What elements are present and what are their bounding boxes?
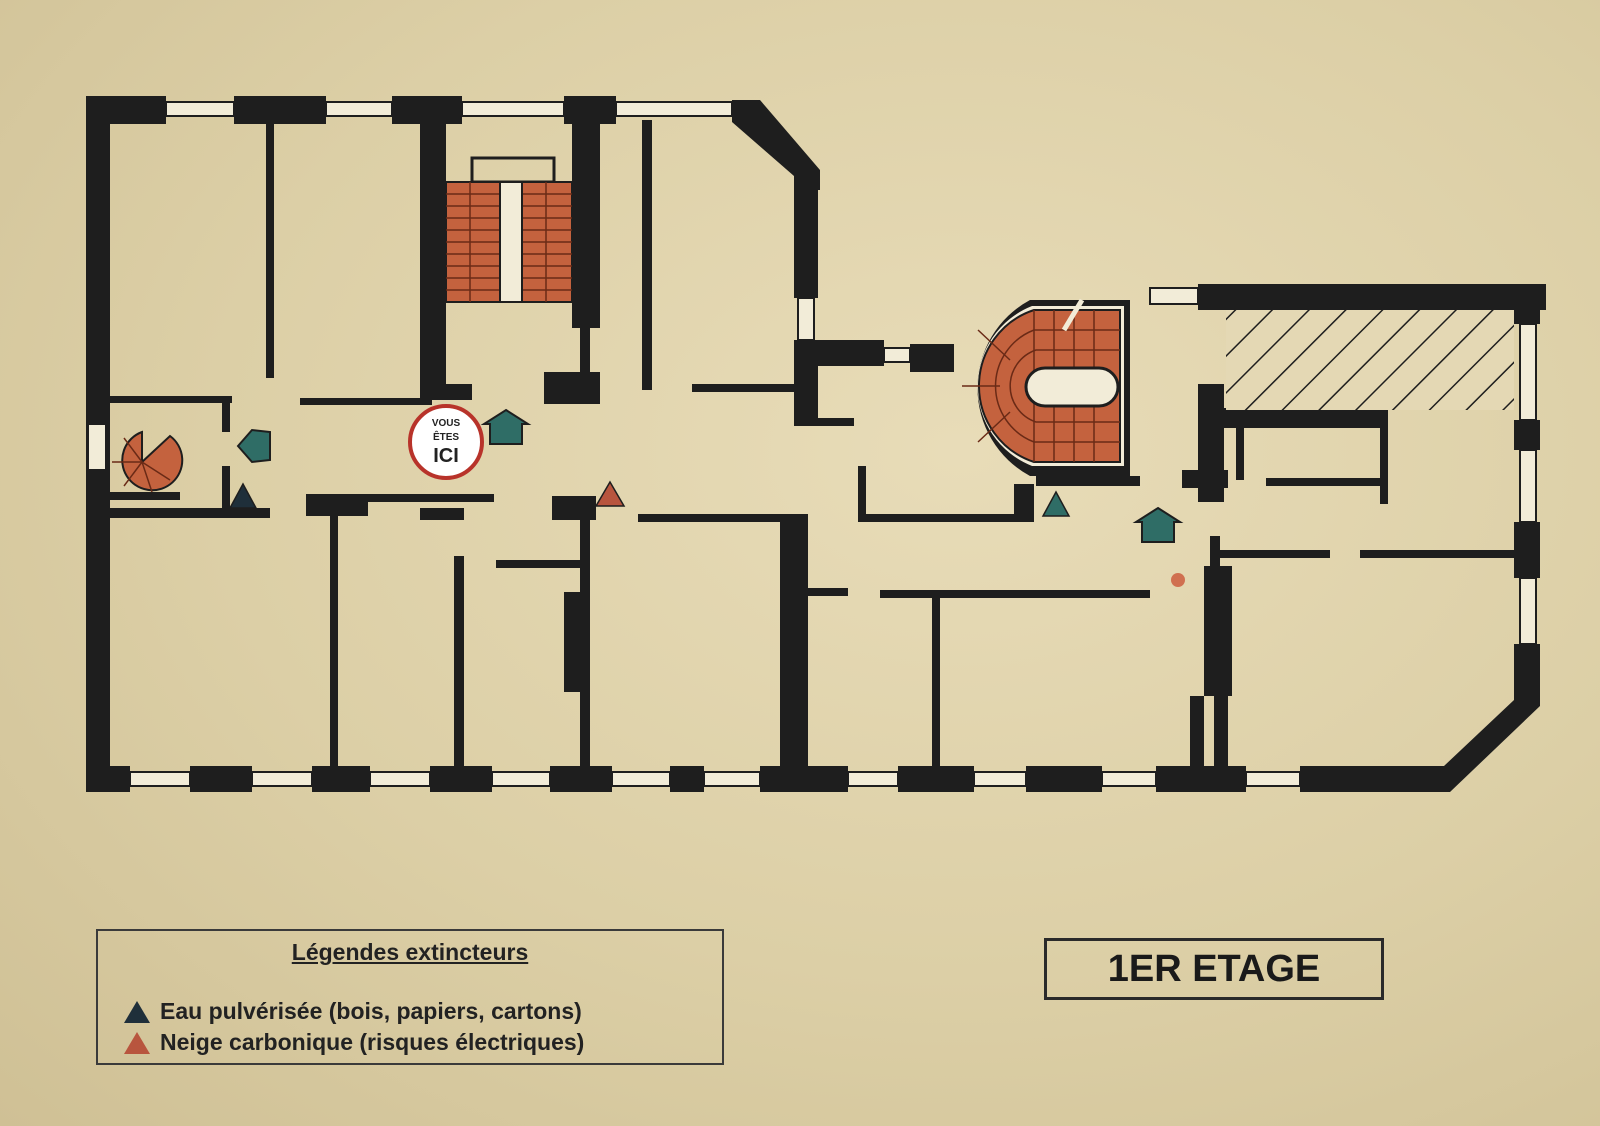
exit-arrow-icon bbox=[480, 408, 532, 445]
legend-item-co2: Neige carbonique (risques électriques) bbox=[124, 1029, 584, 1056]
extinguisher-water-icon bbox=[1041, 490, 1071, 517]
legend-box: Légendes extincteurs Eau pulvérisée (boi… bbox=[96, 929, 724, 1065]
straight-staircase bbox=[445, 156, 573, 303]
extinguisher-water-icon bbox=[124, 1000, 150, 1023]
extinguisher-co2-icon bbox=[594, 480, 626, 507]
curved-staircase bbox=[962, 298, 1130, 476]
legend-item-label: Neige carbonique (risques électriques) bbox=[160, 1029, 585, 1055]
hatched-zone bbox=[1226, 310, 1514, 410]
you-are-here-line2: ÊTES bbox=[433, 430, 459, 443]
you-are-here-marker: VOUS ÊTES ICI bbox=[408, 404, 484, 480]
extinguisher-water-icon bbox=[228, 482, 258, 509]
outer-walls bbox=[86, 96, 1546, 792]
floor-label: 1ER ETAGE bbox=[1044, 938, 1384, 1000]
you-are-here-line1: VOUS bbox=[432, 418, 461, 429]
windows bbox=[87, 101, 1537, 787]
legend-item-label: Eau pulvérisée (bois, papiers, cartons) bbox=[160, 998, 582, 1024]
exit-arrow-icon bbox=[236, 428, 271, 464]
south-east-corner-wall bbox=[1420, 684, 1540, 792]
extinguishers bbox=[228, 480, 1185, 587]
extinguisher-co2-icon bbox=[124, 1031, 150, 1054]
interior-walls bbox=[110, 120, 1514, 776]
exit-arrows bbox=[236, 408, 1184, 543]
you-are-here-line3: ICI bbox=[433, 445, 459, 467]
legend-title: Légendes extincteurs bbox=[291, 939, 529, 965]
legend-item-water: Eau pulvérisée (bois, papiers, cartons) bbox=[124, 998, 582, 1025]
exit-arrow-icon bbox=[1132, 506, 1184, 543]
extinguisher-co2-icon bbox=[1171, 573, 1185, 587]
spiral-stair-icon bbox=[112, 430, 184, 493]
north-east-corner-wall bbox=[732, 100, 820, 190]
